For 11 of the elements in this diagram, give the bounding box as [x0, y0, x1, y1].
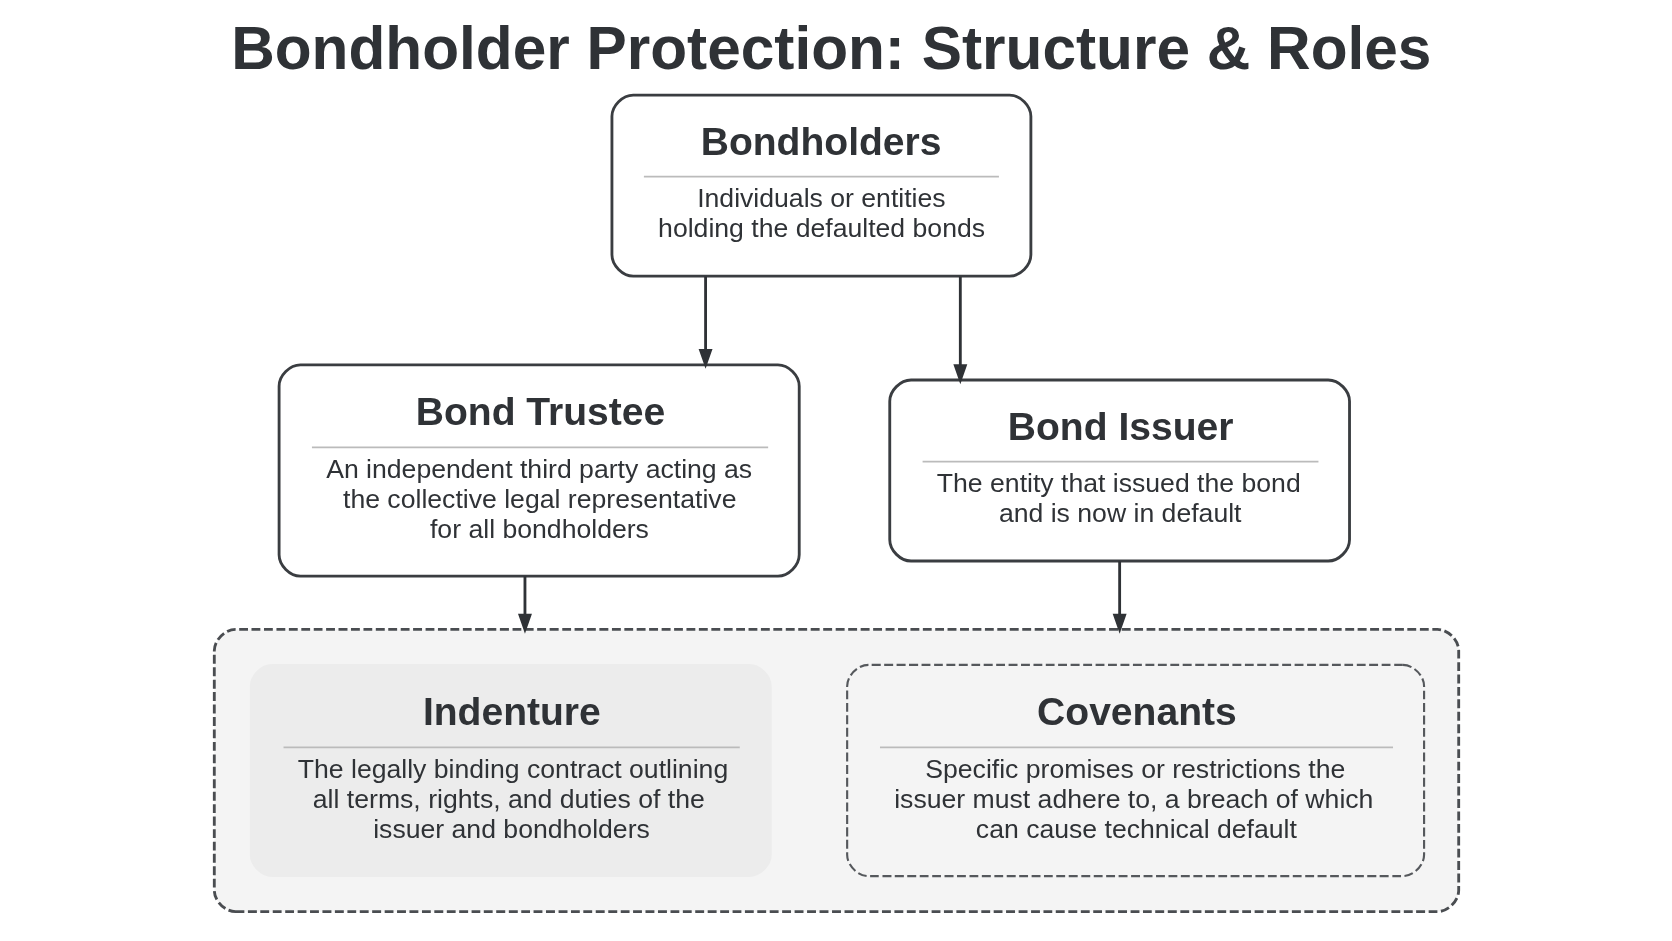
arrow — [517, 576, 532, 634]
node-box: Indenture The legally binding contract outlining all terms, rights, and duties of the issuer and bondholders — [249, 664, 772, 877]
cluster — [212, 627, 1460, 914]
diagram-title: Bondholder Protection: Structure & Roles — [230, 13, 1431, 82]
node-box: Covenants Specific promises or restrictions the issuer must adhere to, a breach of which can cause technical default — [845, 663, 1425, 878]
arrow — [952, 276, 967, 385]
node-box: Bond Trustee An independent third party acting as the collective legal representative for all bondholders — [277, 363, 801, 578]
arrow — [698, 276, 713, 369]
arrow — [1112, 561, 1127, 634]
node-box: Bondholders Individuals or entities holding the defaulted bonds — [610, 93, 1032, 278]
node-box: Bond Issuer The entity that issued the bond and is now in default — [887, 378, 1351, 563]
